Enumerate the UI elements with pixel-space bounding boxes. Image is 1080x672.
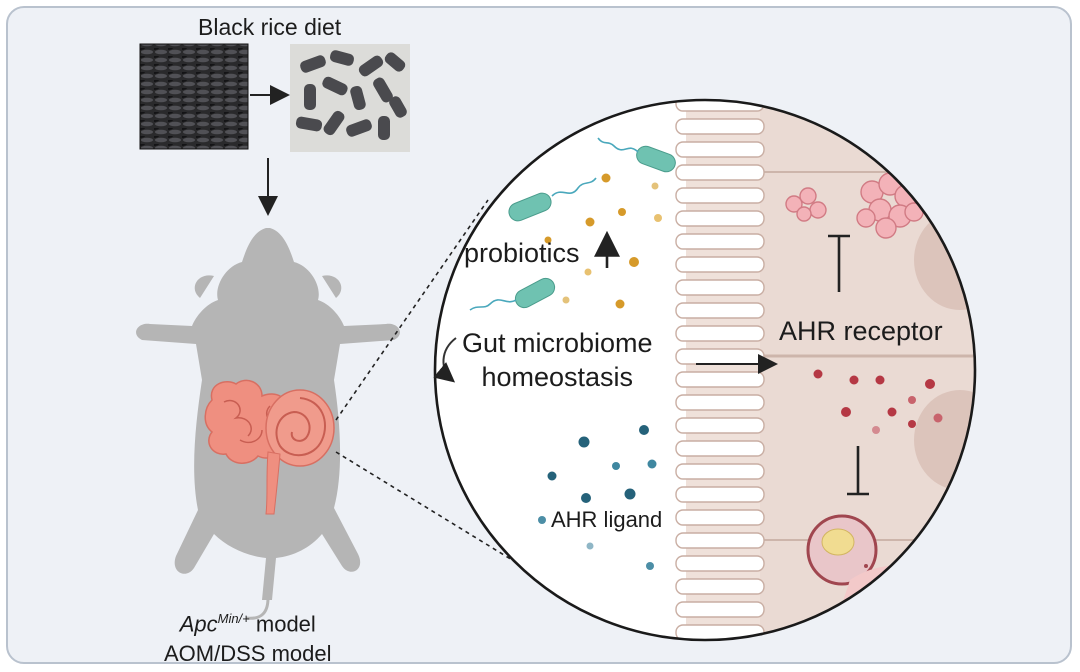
ahr-ligand-dots — [538, 425, 657, 570]
model-line2: AOM/DSS model — [164, 641, 332, 667]
model-superscript: Min/+ — [217, 611, 250, 626]
diet-title: Black rice diet — [198, 14, 342, 40]
inhibition-icon — [828, 234, 850, 292]
ahr-ligand-label: AHR ligand — [551, 507, 663, 532]
bacterium-icon — [469, 277, 556, 311]
ahr-receptor-label: AHR receptor — [779, 316, 943, 346]
ahr-receptor-dots — [813, 369, 943, 434]
intestine-icon — [204, 379, 335, 515]
bacterium-icon — [508, 177, 597, 222]
probiotics-label: probiotics — [464, 238, 580, 268]
inhibition-icon — [847, 446, 869, 496]
model-line1: ApcMin/+ model — [164, 604, 332, 639]
gut-label-line1: Gut microbiome — [462, 328, 653, 358]
gut-homeostasis-label: Gut microbiome homeostasis — [462, 326, 653, 394]
model-line1-suffix: model — [249, 611, 316, 637]
model-label: ApcMin/+ model AOM/DSS model — [164, 604, 332, 669]
bacterium-icon — [597, 137, 676, 173]
black-rice-photo — [139, 43, 249, 150]
curved-arrow-icon — [433, 337, 457, 383]
diet-pellets-photo — [290, 44, 410, 152]
model-gene: Apc — [179, 611, 218, 637]
tumor-cell-icon — [856, 172, 924, 239]
gut-label-line2: homeostasis — [481, 362, 634, 392]
metabolite-dots — [544, 173, 662, 309]
tumor-cell-icon — [785, 187, 827, 222]
